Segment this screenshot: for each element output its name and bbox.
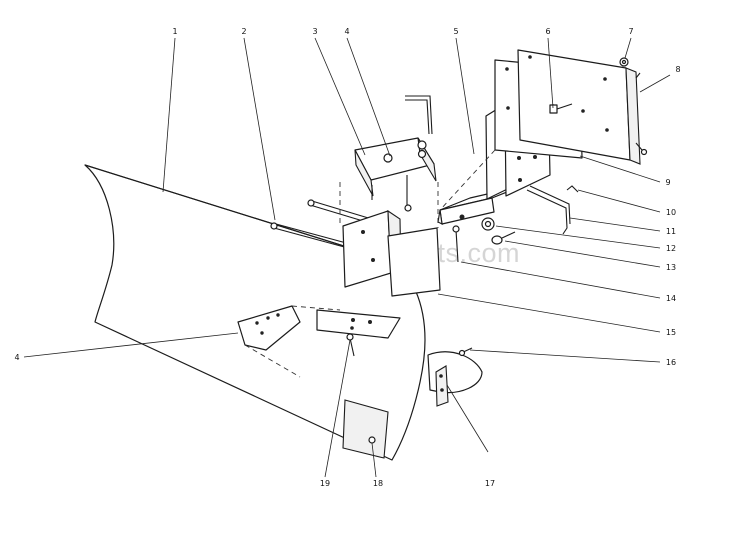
blade-mount-plate: [237, 305, 341, 378]
top-bracket: [354, 137, 437, 212]
callout-12: 12: [666, 244, 676, 253]
callout-5: 5: [453, 27, 458, 36]
rear-mount-plate: [517, 49, 648, 165]
callout-9: 9: [665, 178, 670, 187]
rod-assembly: [270, 199, 376, 357]
callout-14: 14: [666, 294, 676, 303]
callout-2: 2: [241, 27, 246, 36]
callout-1: 1: [172, 27, 177, 36]
callout-13: 13: [666, 263, 676, 272]
callouts: 1 2 3 4 5 6 7 8 9 10 11 12 13 14 15 16 4…: [14, 27, 680, 488]
callout-11: 11: [666, 227, 676, 236]
callout-16: 16: [666, 358, 676, 367]
callout-19: 19: [320, 479, 330, 488]
callout-18: 18: [373, 479, 383, 488]
callout-3: 3: [312, 27, 317, 36]
callout-4-upper: 4: [344, 27, 349, 36]
hitch-pin: [526, 185, 579, 235]
callout-4-lower: 4: [14, 353, 19, 362]
callout-10: 10: [666, 208, 676, 217]
callout-8: 8: [675, 65, 680, 74]
l-pin: [405, 95, 433, 159]
leader-lines: [23, 37, 671, 478]
callout-6: 6: [545, 27, 550, 36]
skid-shoe: [368, 347, 483, 444]
plow-blade: [84, 164, 426, 461]
callout-17: 17: [485, 479, 495, 488]
small-hardware: [452, 217, 516, 263]
bolt-nut: [549, 57, 629, 114]
callout-7: 7: [628, 27, 633, 36]
callout-15: 15: [666, 328, 676, 337]
